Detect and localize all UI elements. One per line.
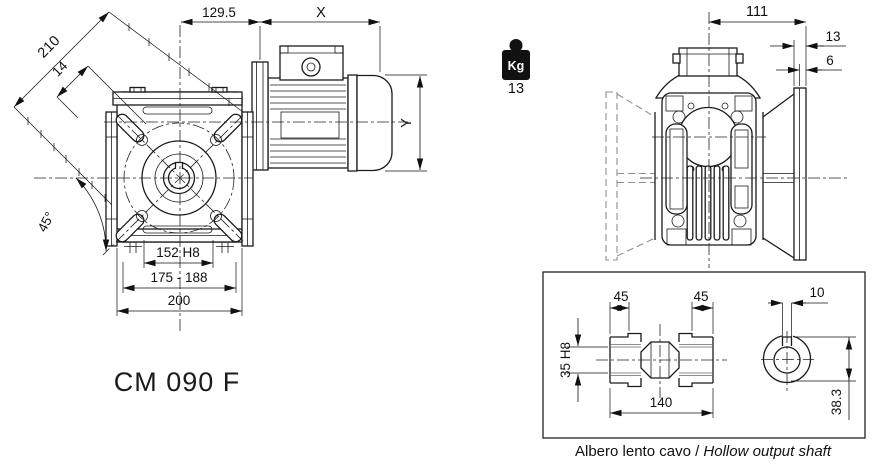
dim-label-210: 210 <box>35 33 63 61</box>
dim-label-y: Y <box>399 118 415 128</box>
gearbox-housing <box>105 86 254 253</box>
output-flange-right <box>762 87 807 261</box>
hollow-shaft-end-view <box>761 331 814 391</box>
dim-label-200: 200 <box>168 293 191 308</box>
dim-label-14: 14 <box>49 58 71 80</box>
motor-flange <box>251 61 269 171</box>
hollow-shaft-section <box>596 324 727 398</box>
front-view-dimensions: 129.5 X 210 14 45° 152 H8 175 - 188 <box>13 5 427 316</box>
dim-label-13: 13 <box>825 29 840 44</box>
bottom-studs <box>124 242 234 253</box>
motor-nameplate <box>280 111 340 139</box>
front-view-gearbox: 129.5 X 210 14 45° 152 H8 175 - 188 <box>13 5 427 397</box>
motor-terminal-box <box>279 45 344 81</box>
dim-label-175-188: 175 - 188 <box>150 270 207 285</box>
caption-italian: Albero lento cavo / <box>575 443 703 460</box>
side-view-centerlines <box>640 12 848 268</box>
cooling-fins <box>686 165 730 241</box>
shaft-detail-dimensions: 45 45 35 H8 140 10 <box>558 285 856 420</box>
top-lug-left <box>129 86 146 93</box>
front-view-centerlines <box>34 25 408 332</box>
model-title: CM 090 F <box>114 367 241 397</box>
weight-badge: Kg 13 <box>502 39 530 97</box>
dim-label-10: 10 <box>809 285 824 300</box>
side-view-gearbox: 111 13 6 <box>605 4 848 268</box>
dim-label-111: 111 <box>746 4 768 20</box>
panel-caption: Albero lento cavo / Hollow output shaft <box>575 443 832 460</box>
weight-value: 13 <box>508 81 524 97</box>
optional-flange-left <box>605 91 656 261</box>
dim-label-140: 140 <box>650 395 673 410</box>
dim-label-35h8: 35 H8 <box>558 342 573 378</box>
weight-unit-label: Kg <box>508 59 525 73</box>
shaft-detail-panel: 45 45 35 H8 140 10 <box>542 271 866 460</box>
weight-icon <box>509 39 523 52</box>
dim-label-129-5: 129.5 <box>202 5 236 20</box>
dim-label-45-left: 45 <box>613 289 628 304</box>
dim-label-45-right: 45 <box>693 289 708 304</box>
side-view-dimensions: 111 13 6 <box>709 4 846 86</box>
input-collar <box>672 47 744 77</box>
cable-gland-icon <box>301 57 321 77</box>
motor-body <box>267 74 393 172</box>
dim-label-38-3: 38.3 <box>829 389 844 415</box>
caption-english: Hollow output shaft <box>703 443 831 460</box>
face-details <box>665 95 753 246</box>
top-lug-right <box>211 86 228 93</box>
dim-label-x: X <box>316 5 326 21</box>
dim-label-45deg: 45° <box>35 209 58 234</box>
motor-end-cap <box>356 74 393 172</box>
dim-label-6: 6 <box>826 53 834 68</box>
dim-label-152h8: 152 H8 <box>156 245 200 260</box>
motor-cap-ring <box>347 74 358 172</box>
keyway <box>174 161 184 169</box>
